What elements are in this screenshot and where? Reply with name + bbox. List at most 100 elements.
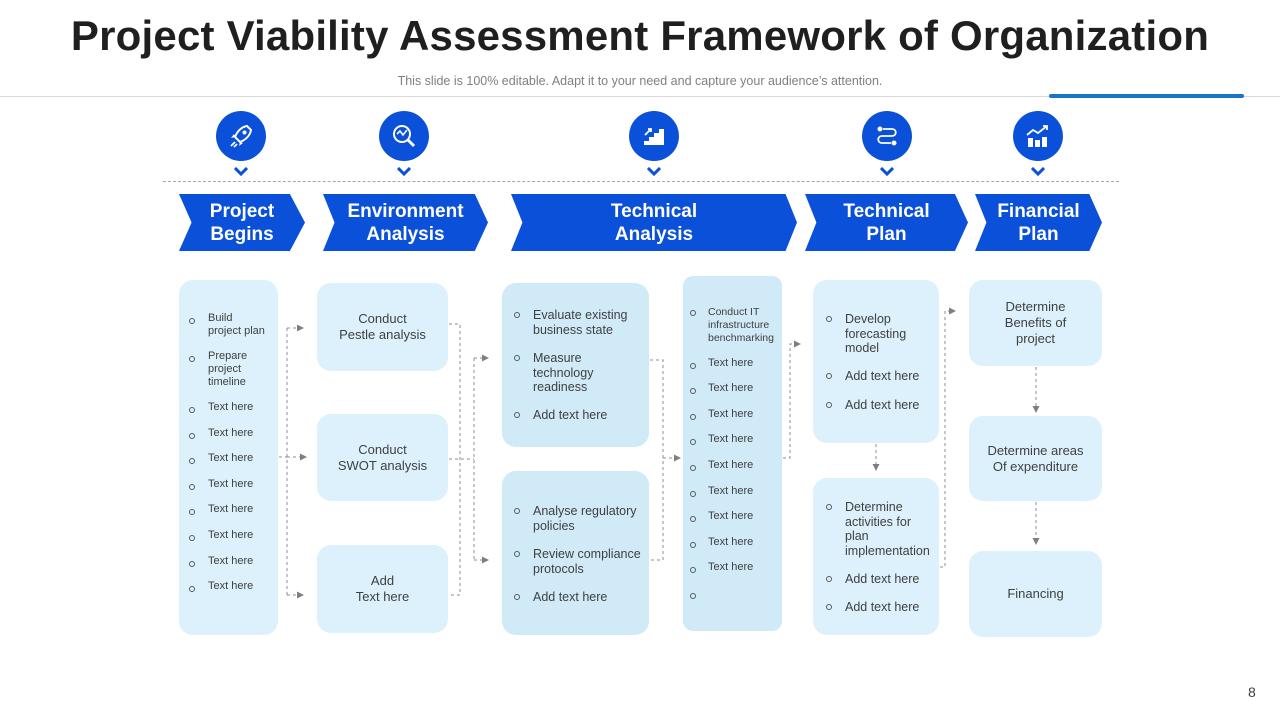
bullet-icon [826, 373, 832, 379]
stage-label: Financial Plan [997, 200, 1080, 245]
chevron-down-icon [1031, 167, 1045, 177]
technical-plan-box-2 [813, 478, 939, 635]
benefits-box: Determine Benefits of project [969, 280, 1102, 366]
list-item: Analyse regulatory policies [533, 504, 637, 533]
bullet-icon [514, 412, 520, 418]
chevron-down-icon [880, 167, 894, 177]
bullet-icon [189, 586, 195, 592]
header-divider [0, 96, 1280, 97]
list-item: Measure technology readiness [533, 351, 594, 394]
swot-box: Conduct SWOT analysis [317, 414, 448, 501]
bullet-icon [189, 356, 195, 362]
page-title: Project Viability Assessment Framework o… [70, 12, 1210, 59]
finance-chart-icon [1013, 111, 1063, 161]
rocket-icon [216, 111, 266, 161]
list-item: Review compliance protocols [533, 547, 641, 576]
accent-bar [1049, 94, 1244, 98]
timeline-divider [163, 181, 1119, 182]
analysis-magnifier-icon [379, 111, 429, 161]
stage-label: Technical Analysis [610, 200, 698, 245]
bullet-icon [690, 465, 696, 471]
bullet-icon [189, 433, 195, 439]
stage-financial-plan: Financial Plan [975, 194, 1102, 251]
stage-project-begins: Project Begins [179, 194, 305, 251]
list-item: Text here [208, 580, 254, 592]
list-item: Develop forecasting model [845, 312, 907, 355]
technical-analysis-box-3 [683, 276, 782, 631]
bullet-icon [826, 316, 832, 322]
list-item: Text here [708, 536, 754, 548]
list-item: Text here [708, 357, 754, 369]
list-item: Text here [208, 529, 254, 541]
list-item: Text here [708, 459, 754, 471]
bullet-icon [690, 593, 696, 599]
bullet-icon [826, 504, 832, 510]
bullet-icon [690, 414, 696, 420]
list-item: Text here [208, 503, 254, 515]
list-item: Conduct IT infrastructure benchmarking [708, 306, 774, 344]
page-subtitle: This slide is 100% editable. Adapt it to… [397, 74, 883, 88]
list-item: Text here [708, 510, 754, 522]
bullet-icon [514, 312, 520, 318]
bullet-icon [189, 509, 195, 515]
stage-technical-plan: Technical Plan [805, 194, 968, 251]
list-item: Text here [208, 401, 254, 413]
list-item: Add text here [845, 369, 920, 383]
bullet-icon [690, 491, 696, 497]
stage-label: Technical Plan [843, 200, 930, 245]
list-item: Add text here [533, 408, 608, 422]
list-item: Text here [708, 382, 754, 394]
bullet-icon [826, 576, 832, 582]
list-item: Text here [708, 561, 754, 573]
expenditure-box: Determine areas Of expenditure [969, 416, 1102, 501]
project-begins-box [179, 280, 278, 635]
stage-label: Project Begins [209, 200, 275, 245]
bullet-icon [189, 458, 195, 464]
list-item: Text here [208, 478, 254, 490]
bullet-icon [189, 535, 195, 541]
bullet-icon [690, 542, 696, 548]
list-item: Add text here [845, 572, 920, 586]
stage-label: Environment Analysis [347, 200, 464, 245]
bullet-icon [189, 484, 195, 490]
list-item: Evaluate existing business state [533, 308, 628, 337]
add-text-box: Add Text here [317, 545, 448, 633]
list-item: Prepare project timeline [208, 350, 248, 388]
process-route-icon [862, 111, 912, 161]
list-item: Text here [708, 408, 754, 420]
list-item: Add text here [845, 398, 920, 412]
list-item: Text here [208, 427, 254, 439]
technical-analysis-box-2 [502, 471, 649, 635]
bullet-icon [690, 388, 696, 394]
list-item: Text here [208, 452, 254, 464]
list-item: Text here [208, 555, 254, 567]
bullet-icon [690, 567, 696, 573]
bullet-icon [690, 516, 696, 522]
bullet-icon [690, 363, 696, 369]
bullet-icon [690, 439, 696, 445]
bullet-icon [189, 561, 195, 567]
growth-stairs-icon [629, 111, 679, 161]
bullet-icon [826, 402, 832, 408]
bullet-icon [514, 594, 520, 600]
bullet-icon [514, 551, 520, 557]
bullet-icon [514, 355, 520, 361]
bullet-icon [189, 407, 195, 413]
page-number: 8 [1248, 684, 1256, 700]
bullet-icon [826, 604, 832, 610]
chevron-down-icon [234, 167, 248, 177]
bullet-icon [514, 508, 520, 514]
technical-plan-box-1 [813, 280, 939, 443]
pestle-box: Conduct Pestle analysis [317, 283, 448, 371]
chevron-down-icon [647, 167, 661, 177]
list-item: Add text here [845, 600, 920, 614]
list-item: Determine activities for plan implementa… [845, 500, 930, 558]
chevron-down-icon [397, 167, 411, 177]
bullet-icon [189, 318, 195, 324]
list-item: Build project plan [208, 312, 265, 337]
bullet-icon [690, 310, 696, 316]
financing-box: Financing [969, 551, 1102, 637]
stage-technical-analysis: Technical Analysis [511, 194, 797, 251]
technical-analysis-box-1 [502, 283, 649, 447]
